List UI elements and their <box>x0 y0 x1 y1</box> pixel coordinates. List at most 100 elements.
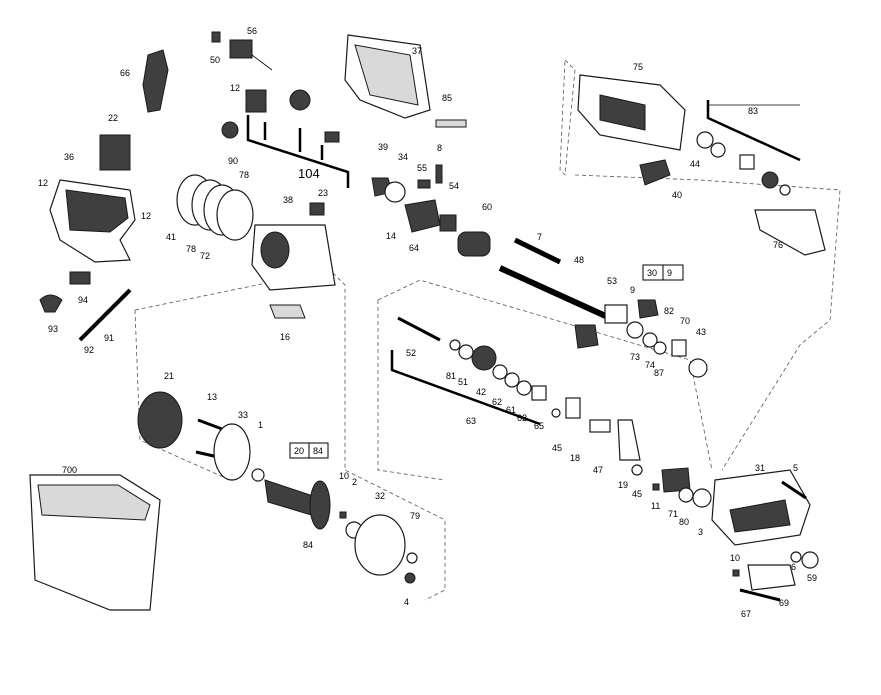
part-label-78a: 78 <box>186 244 196 254</box>
part-19-shape <box>617 419 641 461</box>
part-104-coil <box>289 89 311 111</box>
part-label-80: 80 <box>679 517 689 527</box>
part-56-shape <box>229 39 253 59</box>
part-87-ring <box>653 341 667 355</box>
part-64-shape <box>404 199 441 233</box>
part-label-700: 700 <box>62 465 77 475</box>
part-16-shape <box>269 304 306 319</box>
part-81-washer <box>449 339 461 351</box>
group-bracket-63 <box>390 350 541 426</box>
part-85-shape <box>435 119 467 128</box>
part-label-12c: 12 <box>141 211 151 221</box>
part-label-45b: 45 <box>632 489 642 499</box>
part-label-1: 1 <box>258 420 263 430</box>
part-label-10b: 10 <box>730 553 740 563</box>
part-83-bearing <box>739 154 755 170</box>
part-label-44: 44 <box>690 159 700 169</box>
guide-box-gear-left <box>377 300 446 481</box>
part-label-64: 64 <box>409 243 419 253</box>
part-70-shape <box>671 339 687 357</box>
part-label-71: 71 <box>668 509 678 519</box>
part-23-shape <box>309 202 325 216</box>
part-label-34: 34 <box>398 152 408 162</box>
part-label-38: 38 <box>283 195 293 205</box>
screw-5-shape <box>781 480 807 500</box>
guide-box-gear <box>377 279 713 471</box>
part-label-13: 13 <box>207 392 217 402</box>
part-label-4: 4 <box>404 597 409 607</box>
part-label-82: 82 <box>664 306 674 316</box>
part-45-clip-a <box>551 408 561 418</box>
part-label-79: 79 <box>410 511 420 521</box>
part-74-ring <box>642 332 658 348</box>
shoe-69-shape <box>747 564 796 591</box>
part-label-61: 61 <box>506 405 516 415</box>
group-bracket-83 <box>706 100 801 162</box>
part-label-55: 55 <box>417 163 427 173</box>
part-92-tool <box>78 288 132 342</box>
bearing-1-shape <box>251 468 265 482</box>
part-62-ring-b <box>516 380 532 396</box>
part-label-69: 69 <box>779 598 789 608</box>
part-label-20: 20 <box>294 446 304 456</box>
group-bracket-104 <box>246 115 350 188</box>
part-label-90: 90 <box>228 156 238 166</box>
part-label-42: 42 <box>476 387 486 397</box>
part-label-7: 7 <box>537 232 542 242</box>
part-label-9b: 9 <box>630 285 635 295</box>
part-label-18: 18 <box>570 453 580 463</box>
guide-box-motor-left <box>134 309 231 481</box>
part-94-shape <box>69 271 91 285</box>
part-62-ring-a <box>492 364 508 380</box>
part-label-72: 72 <box>200 251 210 261</box>
part-3-ring <box>692 488 712 508</box>
part-label-94: 94 <box>78 295 88 305</box>
part-47-shape <box>589 419 611 433</box>
part-label-92: 92 <box>84 345 94 355</box>
part-label-78b: 78 <box>239 170 249 180</box>
housing-75-vent <box>599 94 646 131</box>
part-79-ring <box>406 552 418 564</box>
gearcase-31-grip <box>729 499 791 533</box>
part-7-shaft <box>513 237 562 265</box>
part-90-shape <box>221 121 239 139</box>
part-label-33: 33 <box>238 410 248 420</box>
housing-37-inner <box>354 44 419 106</box>
part-label-11: 11 <box>651 501 660 511</box>
part-label-62a: 62 <box>492 397 502 407</box>
part-label-59: 59 <box>807 573 817 583</box>
guide-line-gearcase <box>574 174 841 471</box>
part-6-shape <box>790 551 802 563</box>
part-label-83: 83 <box>748 106 758 116</box>
part-label-45a: 45 <box>552 443 562 453</box>
part-12-brush <box>245 89 267 113</box>
case-700-lid <box>37 484 151 521</box>
part-8-pin <box>435 164 443 184</box>
part-65-shape <box>531 385 547 401</box>
part-label-43: 43 <box>696 327 706 337</box>
part-label-53: 53 <box>607 276 617 286</box>
part-label-21: 21 <box>164 371 174 381</box>
part-label-70: 70 <box>680 316 690 326</box>
part-label-51: 51 <box>458 377 468 387</box>
part-61-ring <box>504 372 520 388</box>
part-34-ring <box>384 181 406 203</box>
part-label-52: 52 <box>406 348 416 358</box>
part-40-shape <box>639 159 671 186</box>
part-label-5: 5 <box>793 463 798 473</box>
callout-box-9 <box>662 264 684 281</box>
part-9-clamp-a <box>574 324 599 349</box>
part-label-65: 65 <box>534 421 544 431</box>
part-50-shape <box>211 31 221 43</box>
part-51-ring <box>458 344 474 360</box>
screw-10-a <box>339 511 347 519</box>
part-label-75: 75 <box>633 62 643 72</box>
switch-22-shape <box>99 134 131 171</box>
part-73-ring <box>626 321 644 339</box>
screw-11-shape <box>652 483 660 491</box>
part-label-3: 3 <box>698 527 703 537</box>
part-label-85: 85 <box>442 93 452 103</box>
part-label-19: 19 <box>618 480 628 490</box>
part-label-93: 93 <box>48 324 58 334</box>
part-label-32: 32 <box>375 491 385 501</box>
